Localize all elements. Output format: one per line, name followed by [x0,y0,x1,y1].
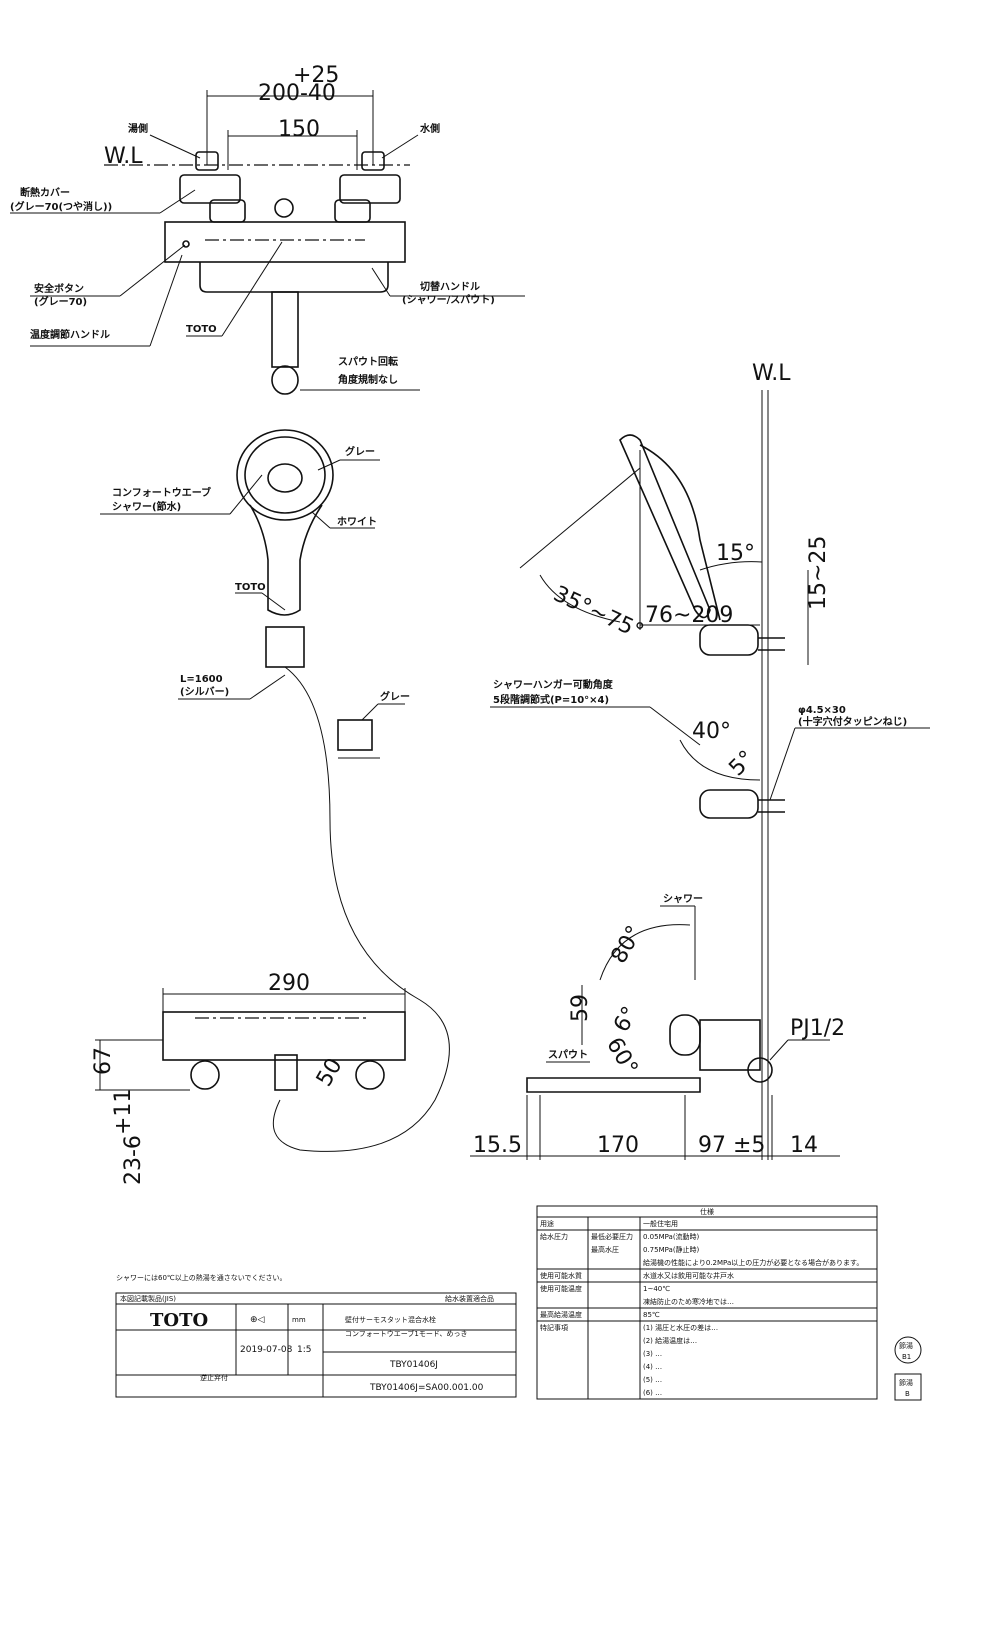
angle-40: 40° [692,719,731,744]
screw-spec-1: φ4.5×30 [798,705,846,716]
badge1-top: 節湯 [899,1341,913,1350]
dim-23-6: 23-6 [121,1135,146,1185]
temp-handle-label: 温度調節ハンドル [30,328,110,341]
spec-cell-v: (2) 給湯温度は… [643,1336,697,1345]
spec-cell-k2: 最低必要圧力 [591,1232,633,1241]
dim-plus: +25 [293,63,339,88]
drawing-scale: 1:5 [297,1345,311,1355]
badge2-top: 節湯 [899,1378,913,1387]
dim-76-209: 76~209 [645,603,733,628]
comfort-wave-1: コンフォートウエーブ [112,486,211,499]
switch-handle-sub: (シャワー/スパウト) [402,294,495,306]
spec-cell-v: 水道水又は飲用可能な井戸水 [643,1271,734,1280]
spec-cell-v: 0.05MPa(流動時) [643,1232,700,1241]
title-block: シャワーには60℃以上の熱湯を通さないでください。 本図記載製品(JIS) 給水… [115,1273,517,1398]
cold-side-label: 水側 [419,122,440,135]
dim-14: 14 [790,1133,818,1158]
spec-cell-v: (6) … [643,1389,662,1397]
spec-cell-v: 給湯機の性能により0.2MPa以上の圧力が必要となる場合があります。 [643,1258,863,1267]
spout-label: スパウト [548,1049,588,1061]
angle-6: 6° [609,1003,643,1037]
spec-cell-k: 使用可能水質 [540,1271,582,1280]
shower-brand: TOTO [235,582,266,593]
badges: 節湯 B1 節湯 B [894,1336,922,1401]
dim-290: 290 [268,971,310,996]
projection-symbol: ⊕◁ [250,1315,265,1325]
spec-cell-k: 特記事項 [540,1323,568,1332]
spec-cell-k2: 最高水圧 [591,1245,619,1254]
dim-center: 150 [278,117,320,142]
std-label: 本図記載製品(JIS) [120,1294,176,1303]
spec-cell-v: (3) … [643,1350,662,1358]
spec-cell-k: 最高給湯温度 [540,1310,582,1319]
comfort-wave-2: シャワー(節水) [112,500,181,513]
safety-button-label: 安全ボタン [34,282,84,295]
switch-handle-label: 切替ハンドル [420,280,480,293]
spec-title: 仕様 [700,1207,714,1216]
hose-color: (シルバー) [180,686,229,698]
spec-cell-v: (1) 湯圧と水圧の差は… [643,1323,718,1332]
spec-cell-k: 用途 [540,1219,554,1228]
angle-60: 60° [601,1033,642,1079]
angle-35-75: 35°~75° [549,582,647,645]
holder-gray-label: グレー [380,690,410,703]
spec-cell-k: 給水圧力 [540,1232,568,1241]
dim-15-5: 15.5 [473,1133,522,1158]
spec-cell-k: 使用可能温度 [540,1284,582,1293]
spec-cell-v: 凍結防止のため寒冷地では… [643,1297,734,1306]
spout-rotate-1: スパウト回転 [338,355,398,368]
model-number: TBY01406J [389,1360,438,1370]
product-name: 壁付サーモスタット混合水栓 [345,1315,436,1324]
spec-cell-v: (5) … [643,1376,662,1384]
toto-logo: TOTO [150,1310,208,1331]
spec-cell-v: 一般住宅用 [643,1219,678,1228]
shower-gray-label: グレー [345,445,375,458]
safety-color: (グレー70) [34,295,87,308]
screw-spec-2: (十字穴付タッピンねじ) [798,715,907,728]
dim-total: 200-40 [258,81,336,106]
spout-rotate-2: 角度規制なし [338,373,398,386]
dim-59: 59 [568,994,593,1022]
hose-length: L=1600 [180,674,223,685]
badge2-bottom: B [905,1390,910,1398]
shower-white-label: ホワイト [337,516,377,528]
drawing-date: 2019-07-08 [240,1345,293,1355]
spec-cell-v: 1~40℃ [643,1285,670,1293]
front-view: 290 67 50 +11 23-6 [91,971,406,1185]
shower-outlet-label: シャワー [663,893,703,905]
title-note2: 逆止弁付 [200,1373,228,1382]
side-view: W.L 35°~75° 76~209 15° 15~25 シャワーハンガー可動角… [470,361,930,1160]
pj-label: PJ1/2 [790,1016,845,1041]
dim-11: +11 [111,1089,136,1135]
hot-side-label: 湯側 [128,122,148,135]
wl-label-side: W.L [752,361,791,386]
heat-cover-color: (グレー70(つや消し)) [10,200,112,213]
drawing-number: TBY01406J=SA00.001.00 [369,1383,484,1393]
shower-head-view: グレー コンフォートウエーブ シャワー(節水) ホワイト TOTO L=1600… [100,429,450,1152]
cert-label: 給水装置適合品 [445,1294,494,1303]
spec-cell-v: 85℃ [643,1311,660,1319]
dim-170: 170 [597,1133,639,1158]
top-view: +25 200-40 150 W.L 湯側 水側 断熱カバー (グレー70(つや… [10,63,525,395]
dim-97: 97 ±5 [698,1133,765,1158]
brand-mark-top: TOTO [186,324,217,335]
spec-cell-v: (4) … [643,1363,662,1371]
unit-value: mm [292,1316,306,1324]
heat-cover-label: 断熱カバー [20,186,70,199]
angle-5: 5° [724,746,759,781]
product-sub: コンフォートウエーブ1モード、めっき [345,1329,468,1338]
angle-80: 80° [607,922,648,968]
title-note: シャワーには60℃以上の熱湯を通さないでください。 [116,1273,287,1282]
dim-67: 67 [91,1047,116,1075]
hanger-angle-2: 5段階調節式(P=10°×4) [493,693,609,706]
spec-cell-v: 0.75MPa(静止時) [643,1245,700,1254]
hanger-angle-1: シャワーハンガー可動角度 [493,678,614,691]
dim-15-25: 15~25 [806,536,831,610]
badge1-bottom: B1 [902,1353,911,1361]
